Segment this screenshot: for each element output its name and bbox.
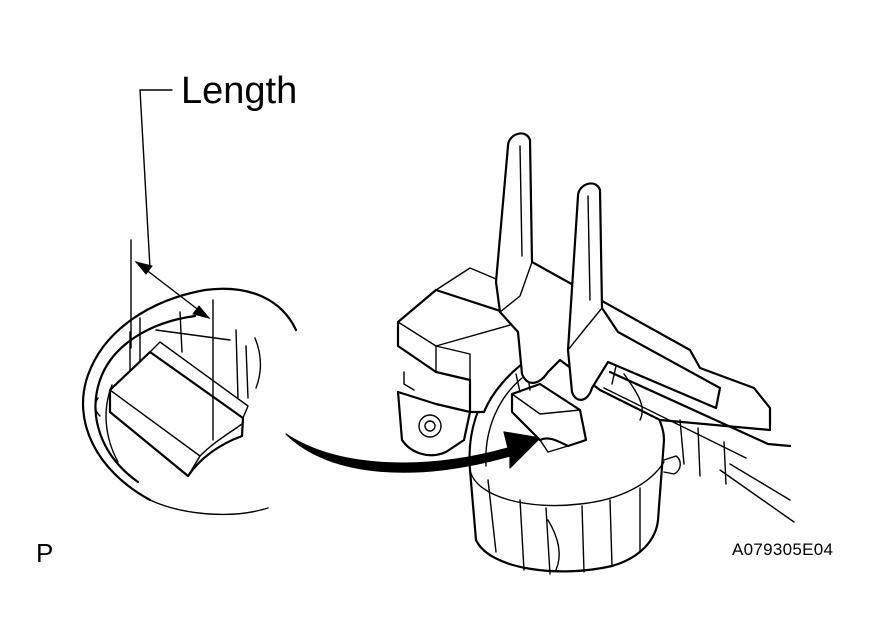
length-label: Length xyxy=(181,70,298,112)
view-letter: P xyxy=(36,538,54,568)
vernier-caliper xyxy=(494,132,795,523)
brush xyxy=(108,341,249,478)
figure-code: A079305E04 xyxy=(732,540,834,559)
brush-holder-detail xyxy=(81,287,298,516)
length-dimension xyxy=(130,89,214,441)
